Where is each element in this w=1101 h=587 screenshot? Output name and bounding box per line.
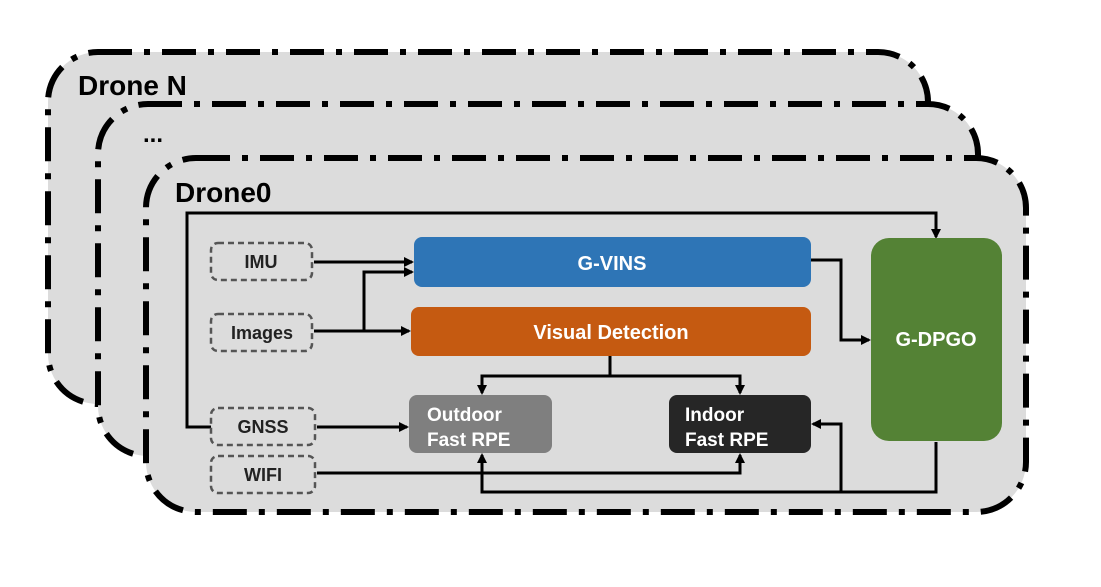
visual-detection-box [411,307,811,356]
indoor-label-line1: Indoor [685,405,745,426]
gdpgo-label: G-DPGO [895,329,976,351]
input-imu: IMU [209,241,314,282]
images-box [209,312,314,353]
module-outdoor-fast-rpe: Outdoor Fast RPE [409,395,552,453]
wifi-to-indoor-arrow [317,453,745,475]
wifi-label: WIFI [244,465,282,485]
indoor-label-line2: Fast RPE [685,430,768,451]
connections [185,211,941,494]
input-gnss: GNSS [209,406,317,447]
wifi-box [209,454,317,495]
gvins-box [414,237,811,287]
drone-n-title: Drone N [78,70,187,101]
gdpgo-to-outdoor-arrow [477,442,938,494]
module-gdpgo: G-DPGO [871,238,1002,441]
gnss-to-gdpgo-arrow [185,211,941,429]
gdpgo-box [871,238,1002,441]
outdoor-label-line2: Fast RPE [427,430,510,451]
detection-to-outdoor-arrow [477,374,610,395]
gdpgo-to-indoor-arrow [811,419,843,492]
images-label: Images [231,323,293,343]
imu-box [209,241,314,282]
detection-to-indoor-arrow [610,374,745,395]
gnss-box [209,406,317,447]
gvins-label: G-VINS [578,253,647,275]
input-wifi: WIFI [209,454,317,495]
module-indoor-fast-rpe: Indoor Fast RPE [669,395,811,453]
visual-detection-label: Visual Detection [533,322,688,344]
imu-label: IMU [245,252,278,272]
gnss-label: GNSS [237,417,288,437]
module-gvins: G-VINS [414,237,811,287]
drone0-title: Drone0 [175,177,271,208]
input-images: Images [209,312,314,353]
module-visual-detection: Visual Detection [411,307,811,356]
indoor-box [669,395,811,453]
drone-middle-title: ... [143,121,163,148]
gvins-to-gdpgo-arrow [811,258,871,345]
outdoor-label-line1: Outdoor [427,405,503,426]
outdoor-box [409,395,552,453]
